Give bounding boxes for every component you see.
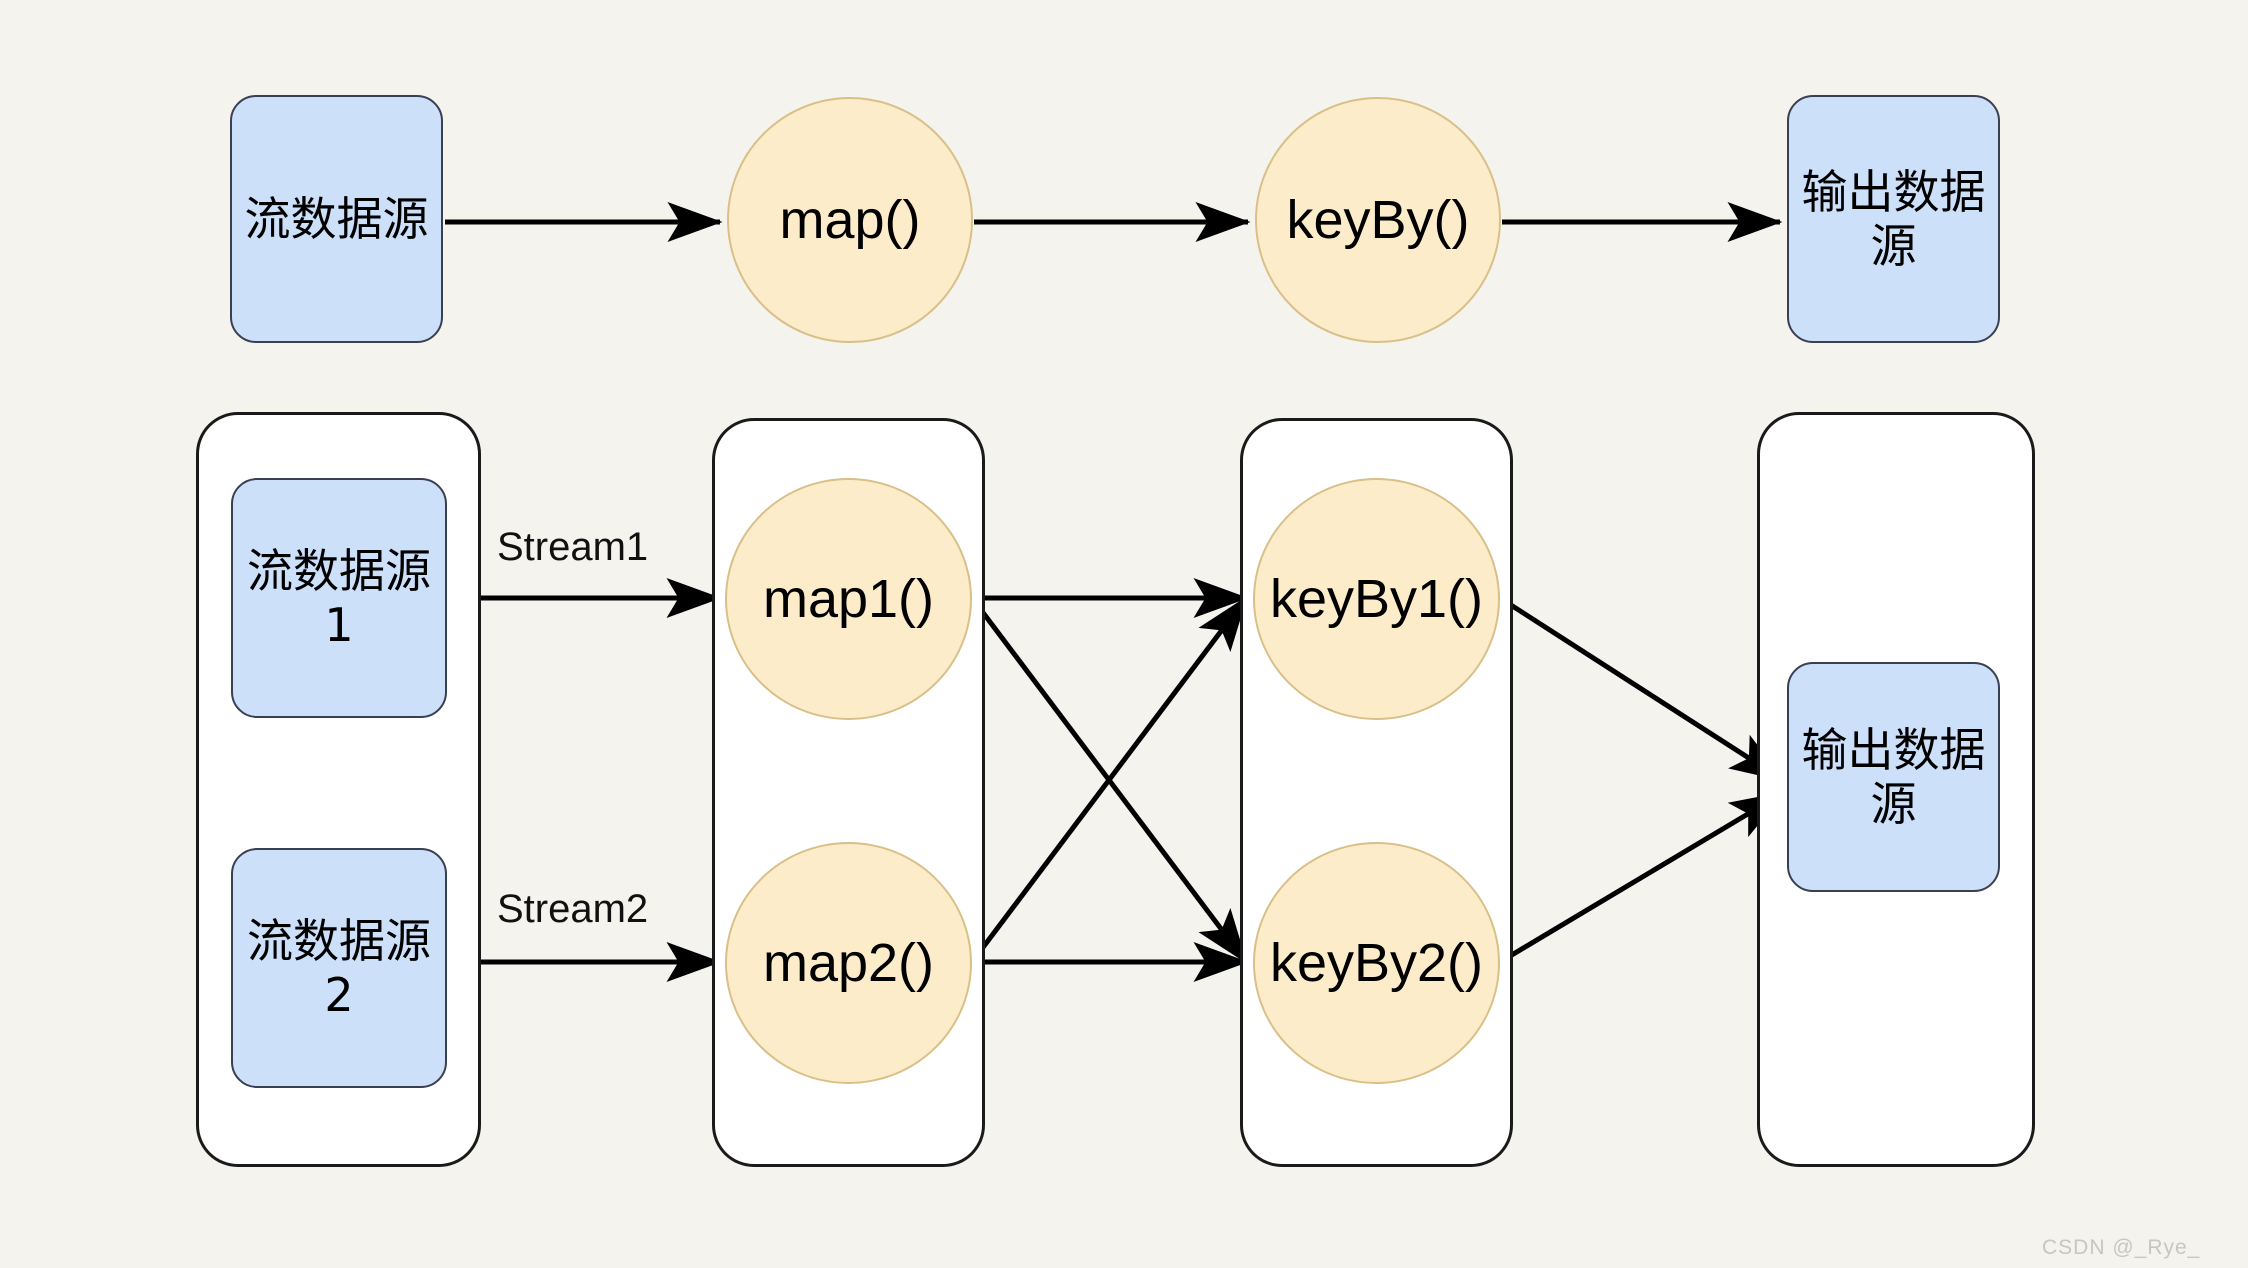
- sink-box[interactable]: 输出数据源: [1787, 662, 2000, 892]
- source-box-1[interactable]: 流数据源1: [231, 478, 447, 718]
- keyby1-node[interactable]: keyBy1(): [1253, 478, 1500, 720]
- edge-label-stream1: Stream1: [497, 525, 649, 569]
- top-map-node[interactable]: map(): [727, 97, 973, 343]
- edge-label-stream2: Stream2: [497, 887, 649, 931]
- map1-node[interactable]: map1(): [725, 478, 972, 720]
- edge-keyby2-to-sink: [1498, 790, 1786, 965]
- edge-map1-to-keyby2: [970, 596, 1248, 964]
- top-keyby-node[interactable]: keyBy(): [1255, 97, 1501, 343]
- keyby2-node[interactable]: keyBy2(): [1253, 842, 1500, 1084]
- source-box-2[interactable]: 流数据源2: [231, 848, 447, 1088]
- edge-map2-to-keyby1: [970, 596, 1248, 964]
- watermark: CSDN @_Rye_: [2042, 1236, 2201, 1259]
- top-source-box[interactable]: 流数据源: [230, 95, 443, 343]
- map2-node[interactable]: map2(): [725, 842, 972, 1084]
- top-sink-box[interactable]: 输出数据源: [1787, 95, 2000, 343]
- edge-keyby1-to-sink: [1498, 595, 1786, 783]
